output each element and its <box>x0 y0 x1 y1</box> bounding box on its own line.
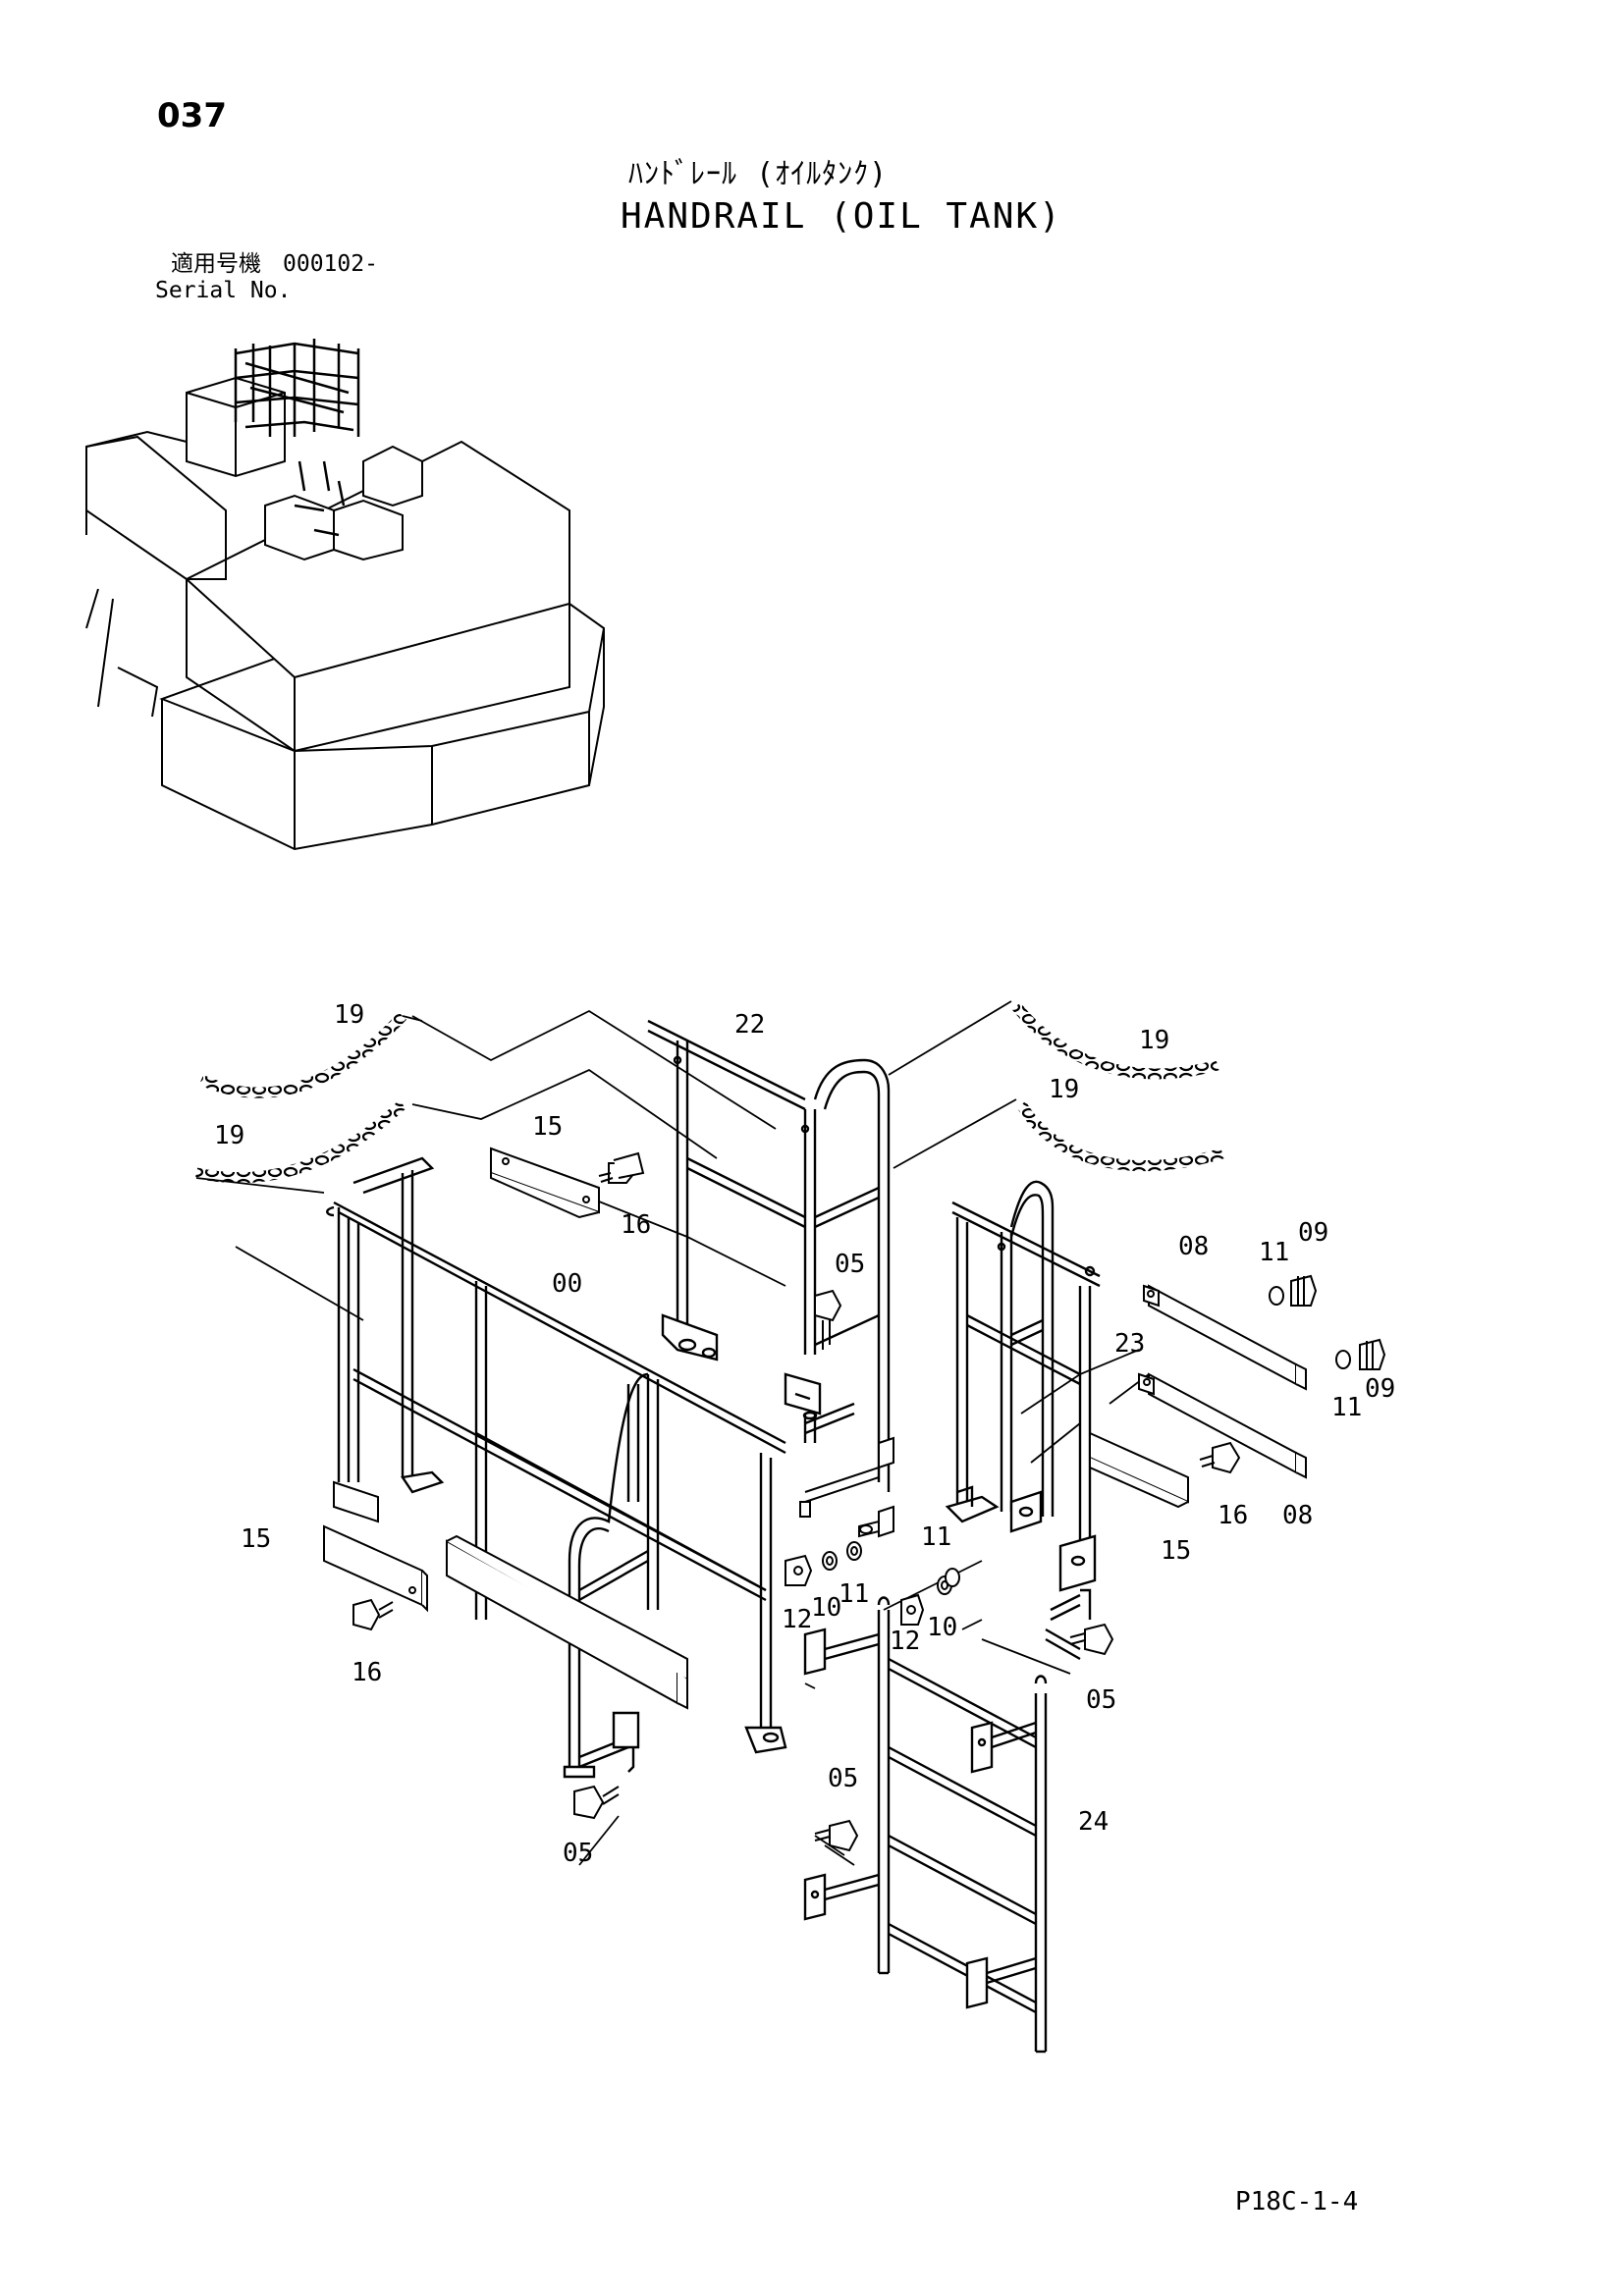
callout-09: 09 <box>1365 1374 1395 1404</box>
callout-05: 05 <box>835 1250 865 1279</box>
bolt-16-right <box>1199 1441 1241 1474</box>
callout-22: 22 <box>734 1010 765 1040</box>
callout-08: 08 <box>1282 1501 1313 1530</box>
callout-19: 19 <box>214 1121 244 1150</box>
callout-12: 12 <box>890 1627 920 1656</box>
callout-10: 10 <box>811 1593 841 1623</box>
callout-09: 09 <box>1298 1218 1328 1248</box>
title-english: HANDRAIL (OIL TANK) <box>621 196 1062 237</box>
plate-15-upper <box>490 1147 600 1219</box>
bolt-16-upper <box>598 1151 645 1184</box>
serial-block: 適用号機 000102- Serial No. <box>155 251 378 304</box>
bolt-05-upper <box>814 1289 842 1350</box>
callout-19: 19 <box>1049 1075 1079 1104</box>
plate-15-right <box>1089 1431 1189 1509</box>
callout-labels: 19 22 19 19 19 15 16 05 00 08 11 09 23 1… <box>214 1000 1395 1868</box>
washers-bolts-09-11 <box>1269 1274 1386 1370</box>
serial-label-japanese: 適用号機 <box>171 251 261 277</box>
callout-19: 19 <box>334 1000 364 1030</box>
callout-05: 05 <box>563 1839 593 1868</box>
callout-15: 15 <box>241 1524 271 1554</box>
callout-15: 15 <box>532 1112 563 1142</box>
callout-00: 00 <box>552 1269 582 1299</box>
brackets-08 <box>1138 1284 1307 1479</box>
location-overview <box>85 339 606 851</box>
bolt-05-right <box>1069 1623 1114 1656</box>
callout-08: 08 <box>1178 1232 1209 1261</box>
callout-16: 16 <box>352 1658 382 1687</box>
title-japanese: ﾊﾝﾄﾞﾚｰﾙ (ｵｲﾙﾀﾝｸ) <box>628 157 889 191</box>
handrail-22 <box>647 1019 891 1492</box>
handrail-00 <box>326 1156 787 1779</box>
bolt-05-left <box>573 1785 620 1820</box>
bracket-parts-22 <box>799 1436 894 1538</box>
callout-24: 24 <box>1078 1807 1109 1837</box>
callout-11: 11 <box>921 1522 951 1552</box>
ladder-24 <box>803 1596 1048 2054</box>
callout-11: 11 <box>839 1579 869 1609</box>
callout-23: 23 <box>1114 1329 1145 1359</box>
serial-label-english: Serial No. <box>155 278 292 303</box>
plate-15-left <box>323 1480 428 1613</box>
callout-16: 16 <box>1218 1501 1248 1530</box>
chain-19-lower-left <box>194 1099 406 1184</box>
page-number: 037 <box>157 96 227 135</box>
handrail-23 <box>945 1180 1101 1661</box>
callout-19: 19 <box>1139 1026 1169 1055</box>
bolt-05-lower <box>814 1819 859 1852</box>
callout-11: 11 <box>1331 1393 1362 1422</box>
bar-plate-center <box>446 1534 688 1710</box>
chain-19-lower-right <box>1016 1101 1224 1172</box>
callout-15: 15 <box>1161 1536 1191 1566</box>
hardware-10-11-12 <box>785 1541 960 1626</box>
callout-16: 16 <box>621 1210 651 1240</box>
diagram-reference-code: P18C-1-4 <box>1235 2187 1359 2216</box>
callout-10: 10 <box>927 1613 957 1642</box>
serial-value: 000102- <box>283 251 378 277</box>
chain-19-upper-left <box>198 1012 407 1098</box>
callout-11: 11 <box>1259 1238 1289 1267</box>
chain-19-upper-right <box>1011 1002 1219 1080</box>
callout-05: 05 <box>828 1764 858 1793</box>
chain-set <box>194 1002 1224 1184</box>
callout-12: 12 <box>782 1605 812 1634</box>
callout-05: 05 <box>1086 1685 1116 1715</box>
bolt-16-left <box>352 1598 394 1631</box>
